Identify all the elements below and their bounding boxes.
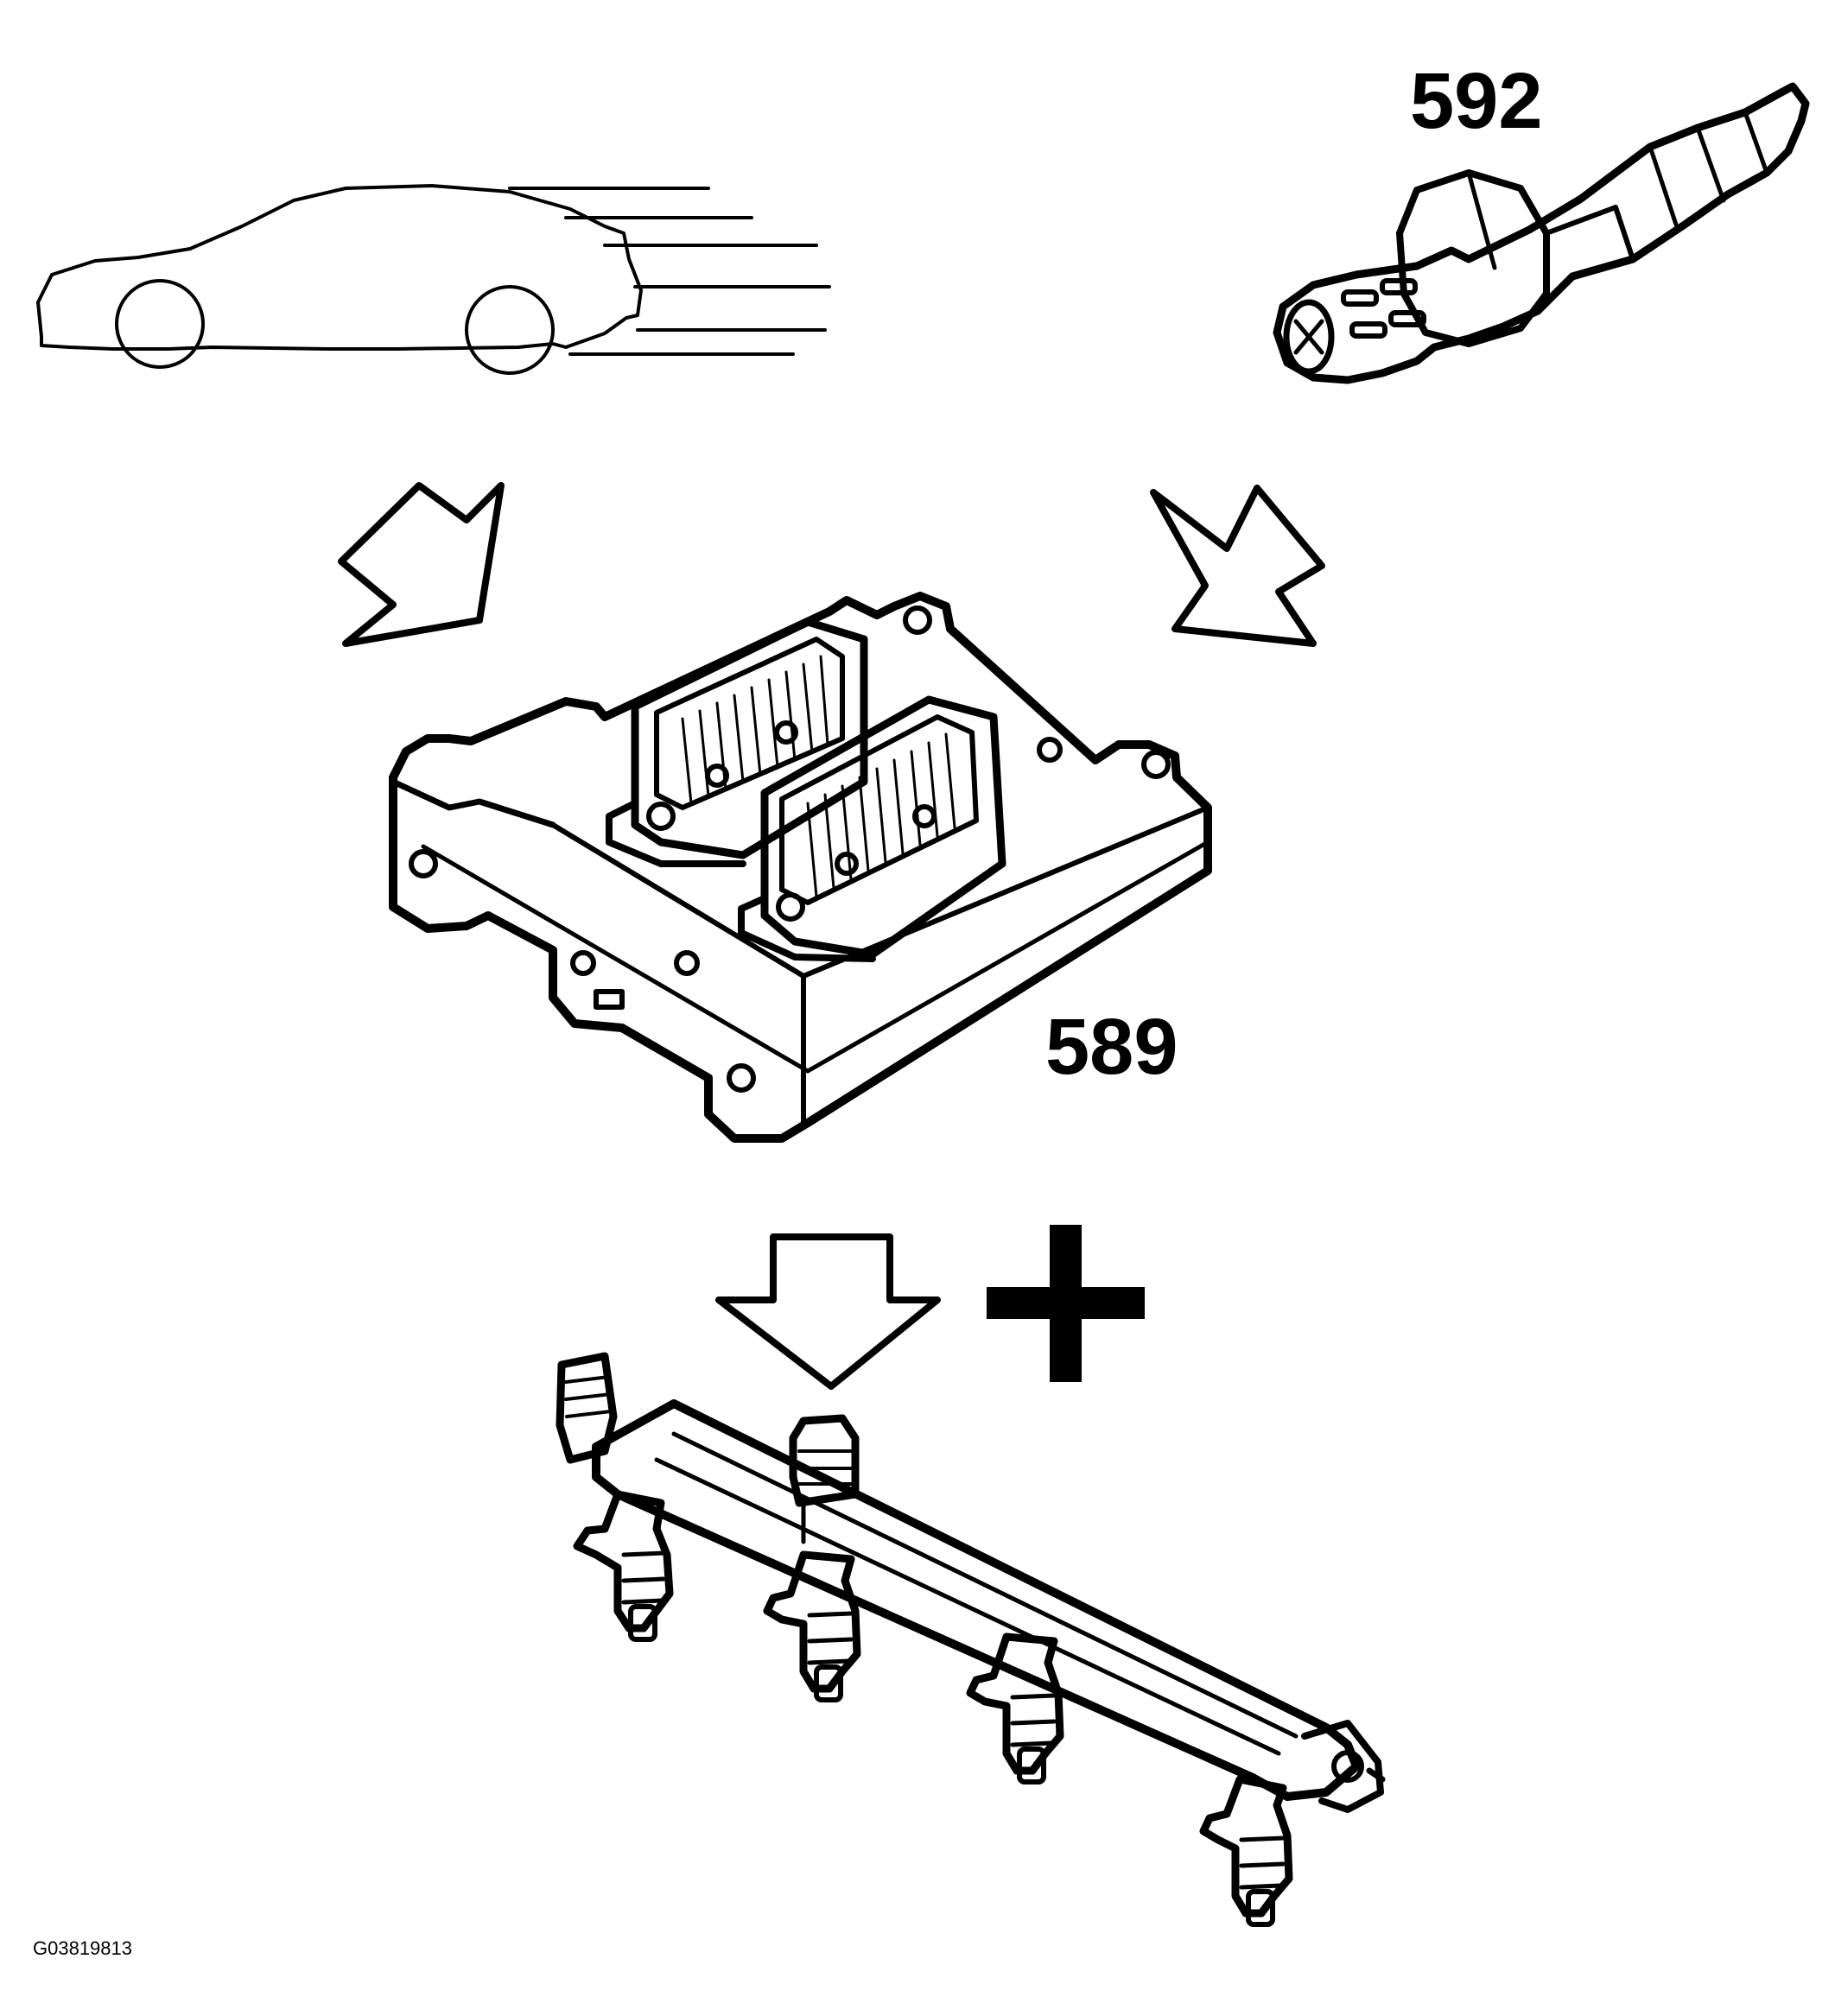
fuel-rail-injectors-icon (556, 1352, 1386, 1927)
hollow-arrow-icon (338, 482, 505, 647)
oxygen-sensor-icon (1273, 82, 1810, 384)
hollow-arrow-icon (715, 1233, 941, 1390)
car-speed-icon (36, 184, 831, 375)
fuel-injector-1 (573, 1490, 674, 1642)
hollow-arrow-icon (1150, 485, 1325, 647)
fuel-injector-2 (763, 1550, 861, 1702)
figure-reference-id: G03819813 (33, 1937, 132, 1959)
plus-icon (987, 1225, 1145, 1382)
fuel-injector-3 (966, 1632, 1064, 1785)
engine-control-module-icon (389, 592, 1212, 1143)
sensor-number-label: 592 (1410, 57, 1543, 145)
module-number-label: 589 (1045, 1003, 1178, 1091)
fuel-injector-4 (1199, 1775, 1293, 1927)
